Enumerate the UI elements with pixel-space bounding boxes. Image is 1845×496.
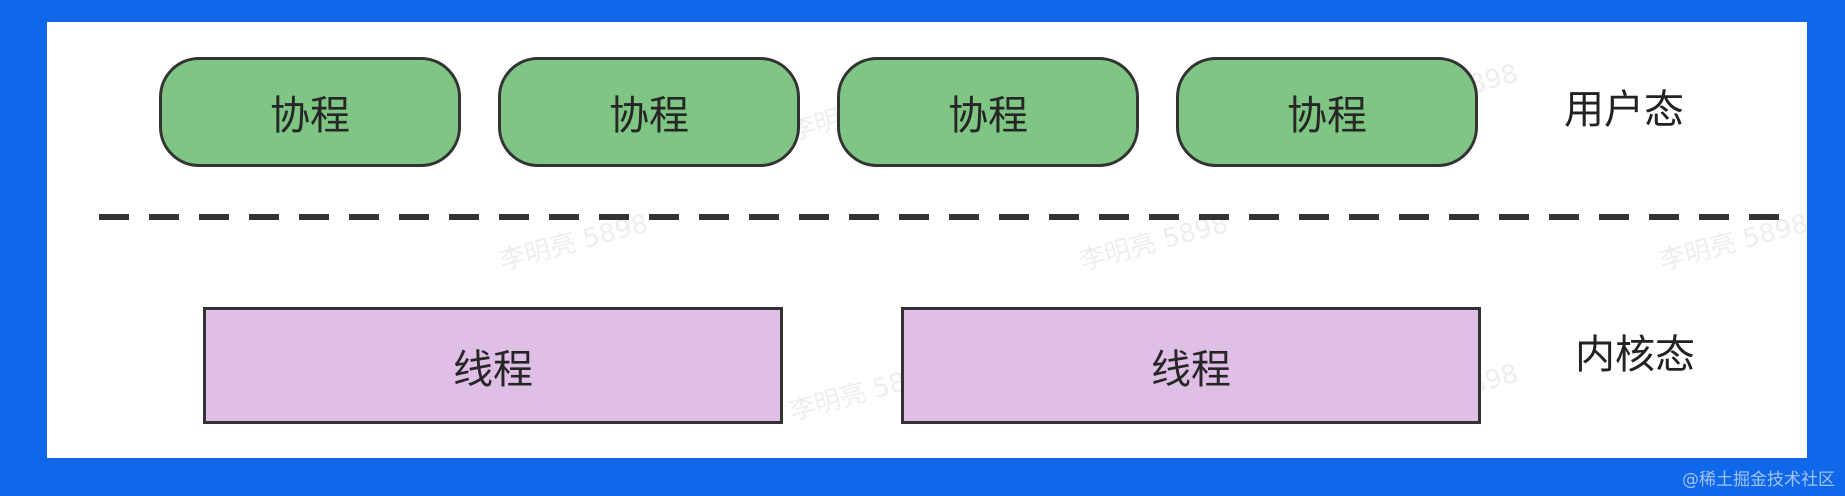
footer-credit: @稀土掘金技术社区 (1682, 470, 1835, 490)
thread-box: 线程 (901, 307, 1481, 424)
coroutine-label: 协程 (948, 93, 1028, 139)
coroutine-label: 协程 (609, 93, 689, 139)
coroutine-box: 协程 (837, 57, 1139, 167)
user-space-label: 用户态 (1564, 87, 1684, 133)
diagram-panel: 李明亮 5898 李明亮 5898 李明亮 5898 李明亮 5898 李明亮 … (47, 22, 1807, 458)
coroutine-label: 协程 (1287, 93, 1367, 139)
thread-box: 线程 (203, 307, 783, 424)
thread-label: 线程 (1151, 346, 1231, 393)
kernel-space-label: 内核态 (1575, 332, 1695, 378)
thread-label: 线程 (453, 346, 533, 393)
coroutine-box: 协程 (498, 57, 800, 167)
coroutine-label: 协程 (270, 93, 350, 139)
user-kernel-divider (99, 214, 1799, 220)
coroutine-box: 协程 (159, 57, 461, 167)
coroutine-box: 协程 (1176, 57, 1478, 167)
